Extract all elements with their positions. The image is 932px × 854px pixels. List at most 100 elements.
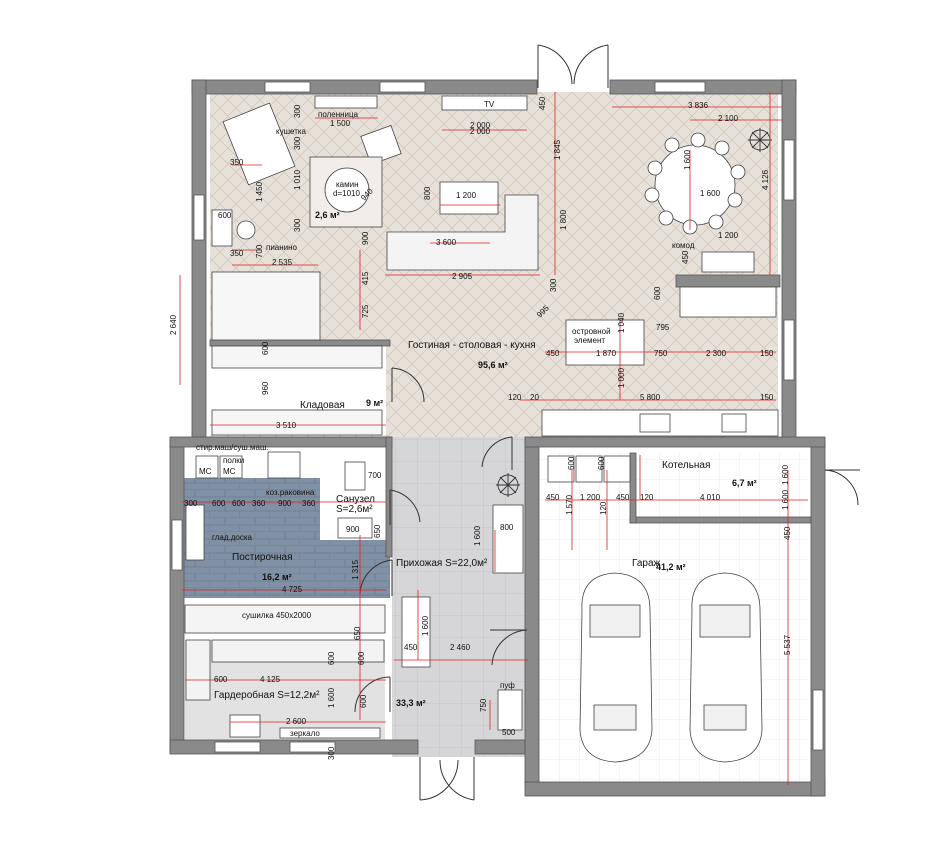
dimension-label: 150: [760, 393, 774, 402]
dimension-label: 600: [218, 211, 232, 220]
label-ms-1: МС: [199, 467, 212, 476]
door-garage[interactable]: [490, 629, 528, 666]
dimension-label: 1 600: [781, 489, 790, 510]
chair-10: [647, 160, 663, 176]
piano-stool: [236, 220, 256, 240]
kitchen-sink: [639, 413, 671, 433]
tv-stand: [441, 95, 528, 111]
dimension-label: 450: [546, 349, 560, 358]
plant-hall-icon: [496, 473, 520, 497]
wall-garage-west: [524, 439, 540, 786]
dimension-label: 1 845: [553, 139, 562, 160]
window-wardrobe-south: [214, 741, 261, 753]
dimension-label: 1 600: [683, 149, 692, 170]
room-pantry-area: 9 м²: [366, 398, 383, 408]
dimension-label: 120: [599, 501, 608, 515]
couch: [222, 102, 296, 186]
furniture-labels: поленница кушетка TV камин d=1010 пианин…: [196, 100, 695, 738]
plants: [496, 128, 772, 497]
windows: [171, 81, 824, 753]
door-living-hall[interactable]: [481, 436, 513, 470]
dimension-label: 4 725: [282, 585, 303, 594]
dimension-label: 1 450: [255, 181, 264, 202]
bathroom-sink: [337, 517, 373, 539]
dimension-label: 1 200: [580, 493, 601, 502]
chair-8: [658, 210, 674, 226]
coffee-table: [439, 181, 499, 215]
door-entrance-left[interactable]: [419, 757, 459, 801]
door-laundry[interactable]: [359, 559, 393, 596]
door-terrace-right[interactable]: [573, 44, 609, 88]
dimension-label: 120: [640, 493, 654, 502]
dimension-label: 600: [212, 499, 226, 508]
car-left: [579, 572, 653, 763]
dimension-label: 4 010: [700, 493, 721, 502]
window-north-1: [264, 81, 311, 93]
door-terrace-left[interactable]: [537, 44, 573, 88]
dimension-label: 1 200: [718, 231, 739, 240]
dimension-label: 150: [760, 349, 774, 358]
furniture: [184, 95, 779, 763]
hall-bench: [492, 504, 524, 574]
dimension-label: 650: [353, 626, 362, 640]
room-laundry-area: 16,2 м²: [262, 572, 292, 582]
boiler-unit-1: [547, 455, 575, 483]
dimension-label: 360: [252, 499, 266, 508]
sofa: [386, 194, 539, 271]
doors: [354, 44, 860, 801]
chair-1: [664, 137, 680, 153]
dimension-label: 350: [230, 158, 244, 167]
label-couch: кушетка: [276, 127, 307, 136]
room-garage-name: Гараж: [632, 558, 661, 569]
label-fireplace-d: d=1010: [333, 189, 360, 198]
label-mirror: зеркало: [290, 729, 320, 738]
label-piano: пианино: [266, 243, 298, 252]
door-wardrobe[interactable]: [354, 676, 391, 713]
label-woodpile: поленница: [318, 110, 359, 119]
dimension-label: 1 870: [596, 349, 617, 358]
dimension-label: 700: [368, 471, 382, 480]
label-dryer: сушилка 450х2000: [242, 611, 312, 620]
dimension-label: 600: [359, 694, 368, 708]
dimension-label: 1 600: [421, 615, 430, 636]
dimension-label: 1 600: [781, 464, 790, 485]
door-bathroom[interactable]: [389, 489, 421, 525]
dimension-label: 750: [654, 349, 668, 358]
door-entrance-right[interactable]: [439, 757, 475, 801]
dimension-label: 1 040: [617, 312, 626, 333]
room-wardrobe-name: Гардеробная S=12,2м²: [214, 689, 320, 701]
label-ironing: глад.доска: [212, 533, 253, 542]
window-laundry: [171, 519, 183, 571]
dimension-label: 1 600: [327, 687, 336, 708]
armchair: [360, 124, 402, 166]
chair-2: [690, 132, 706, 148]
room-bathroom-area: S=2,6м²: [336, 504, 373, 515]
window-west-1: [193, 194, 205, 241]
dimension-label: 1 315: [351, 559, 360, 580]
dimension-label: 600: [232, 499, 246, 508]
dimension-label: 300: [293, 136, 302, 150]
car-left-windshield: [589, 604, 641, 638]
label-island-2: элемент: [574, 336, 605, 345]
dimension-label: 900: [278, 499, 292, 508]
dimension-label: 450: [681, 250, 690, 264]
window-east-2: [783, 319, 795, 381]
dimension-label: 795: [656, 323, 670, 332]
door-boiler-exterior[interactable]: [824, 469, 860, 506]
car-left-rear: [593, 704, 637, 731]
dimension-label: 360: [302, 499, 316, 508]
kitchen-hob: [721, 413, 747, 433]
dimension-label: 1 500: [330, 119, 351, 128]
dimension-label: 450: [616, 493, 630, 502]
car-right: [689, 572, 763, 763]
label-washers: стир.маш/суш.маш.: [196, 443, 269, 452]
dimension-label: 600: [567, 456, 576, 470]
dimension-label: 1 010: [293, 169, 302, 190]
label-island: островной: [572, 327, 611, 336]
dimension-label: 300: [549, 278, 558, 292]
door-pantry[interactable]: [391, 367, 425, 403]
wall-garage-south: [524, 781, 826, 797]
wardrobe-closet-left: [185, 639, 211, 701]
